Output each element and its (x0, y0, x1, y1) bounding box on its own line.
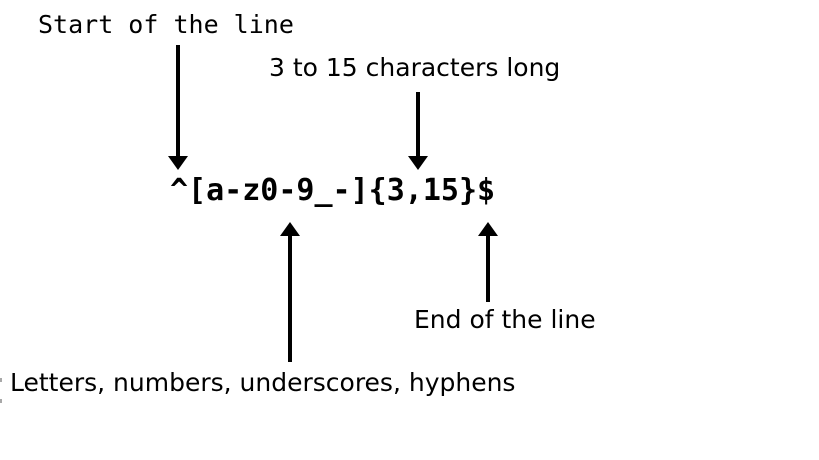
arrow-shaft (176, 45, 180, 156)
regex-pattern: ^[a-z0-9_-]{3,15}$ (170, 173, 496, 208)
artifact-dot (0, 399, 2, 403)
arrow-shaft (486, 236, 490, 302)
annotation-length-quantifier: 3 to 15 characters long (269, 53, 561, 82)
artifact-dot (0, 378, 2, 382)
arrow-end-to-dollar (478, 222, 498, 302)
arrow-up-icon (280, 222, 300, 236)
annotation-start-of-line: Start of the line (38, 10, 294, 39)
arrow-down-icon (168, 156, 188, 170)
arrow-up-icon (478, 222, 498, 236)
arrow-charclass-to-character-set (280, 222, 300, 362)
arrow-start-to-caret (168, 45, 188, 170)
arrow-shaft (288, 236, 292, 362)
arrow-down-icon (408, 156, 428, 170)
arrow-shaft (416, 92, 420, 156)
arrow-length-to-quantifier (408, 92, 428, 170)
left-edge-artifact (0, 376, 3, 404)
annotation-end-of-line: End of the line (414, 305, 596, 334)
annotation-character-class: Letters, numbers, underscores, hyphens (10, 368, 516, 397)
